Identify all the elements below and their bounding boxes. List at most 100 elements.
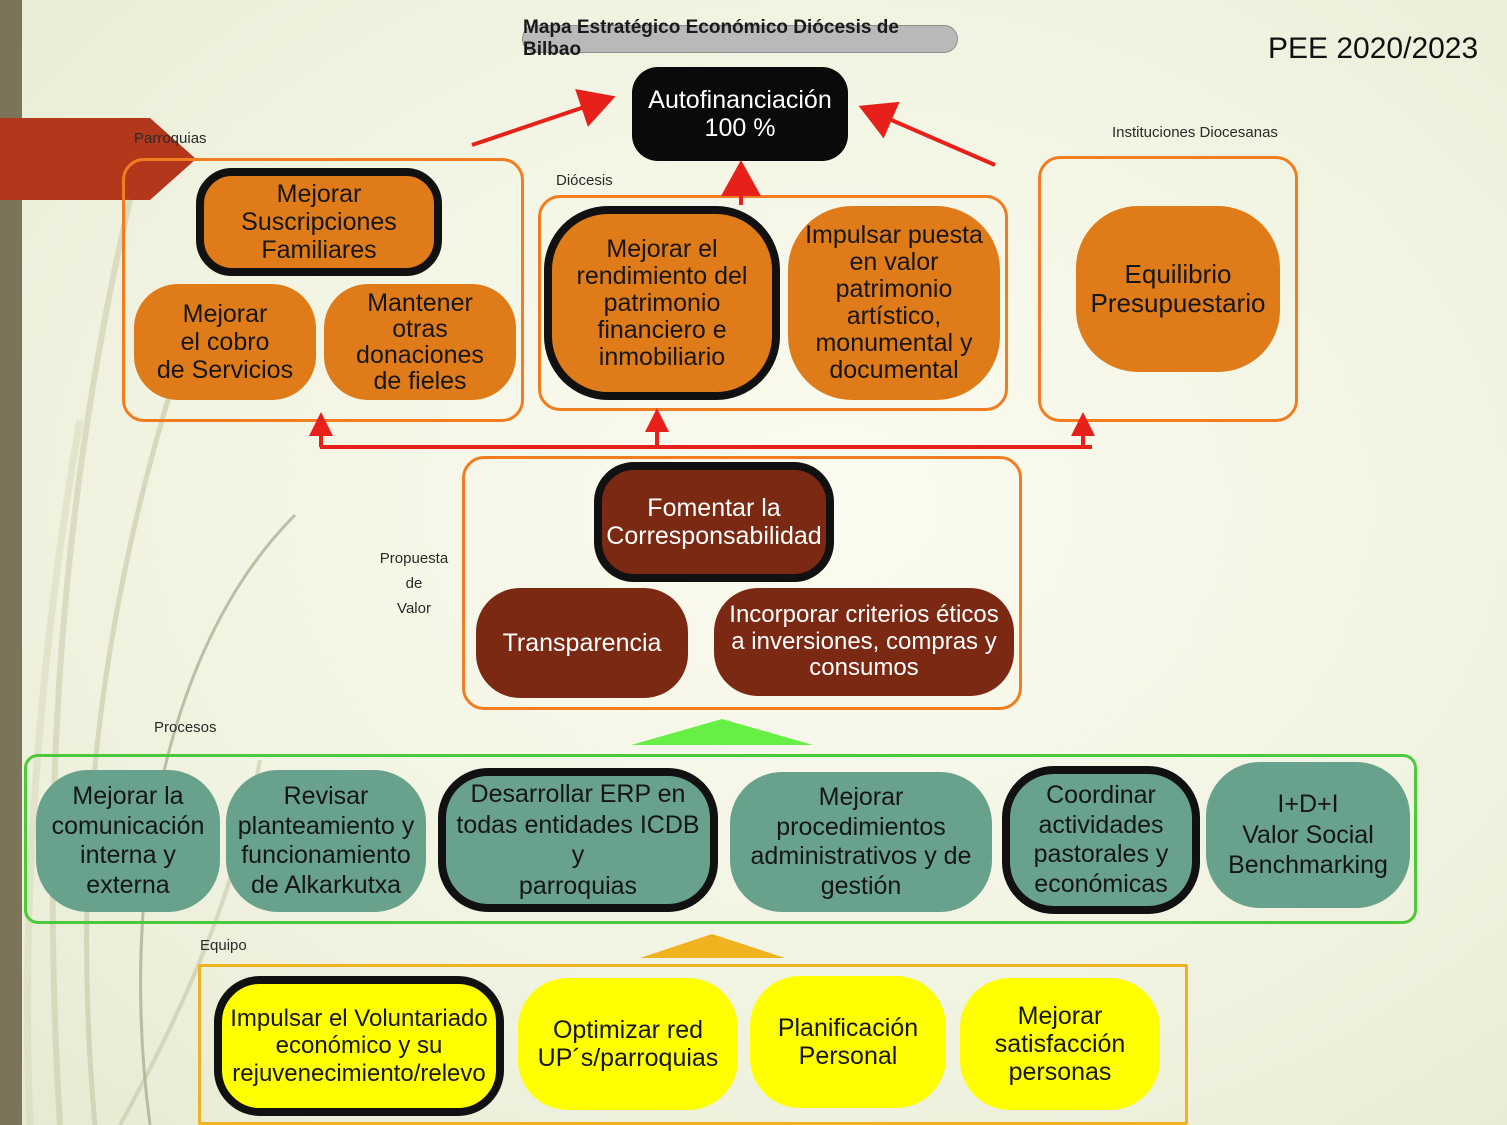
label-procesos: Procesos [154,719,217,736]
frame-propuesta [462,456,1022,710]
node-voluntariado: Impulsar el Voluntariado económico y su … [214,976,504,1116]
node-text: Mejorar [276,180,362,208]
label-instituciones: Instituciones Diocesanas [1112,124,1278,141]
node-alkarkutxa: Revisar planteamiento y funcionamiento d… [226,770,426,912]
node-text: artístico, [846,302,942,330]
node-text: económicas [1034,869,1168,898]
node-text: 100 % [704,114,776,142]
node-text: Mejorar el [606,234,718,263]
node-text: patrimonio [835,275,953,303]
frame-procesos [24,754,1417,924]
node-text: personas [1008,1058,1112,1086]
node-coordinar: Coordinar actividades pastorales y econó… [1002,766,1200,914]
arrow-equipo-up [640,934,785,958]
plan-period: PEE 2020/2023 [1268,32,1479,65]
node-text: Familiares [261,236,377,264]
node-satisfaccion: Mejorar satisfacción personas [960,978,1160,1110]
node-text: otras [392,314,448,343]
node-text: Impulsar puesta [805,221,983,249]
node-text: rejuvenecimiento/relevo [232,1059,486,1087]
node-text: Suscripciones [241,208,397,236]
frame-equipo [198,964,1188,1125]
node-text: Impulsar el Voluntariado [230,1004,488,1032]
node-text: Autofinanciación [648,86,832,114]
node-text: Mantener [367,288,473,317]
node-text: interna y [80,841,176,869]
node-planificacion: Planificación Personal [750,976,946,1108]
frame-diocesis [538,195,1008,411]
node-text: donaciones [356,341,484,369]
arrow-instituciones-to-top [858,101,996,167]
node-text: patrimonio [603,288,721,317]
map-title: Mapa Estratégico Económico Diócesis de B… [523,17,899,60]
label-propuesta-line: de [405,575,423,592]
node-text: comunicación [51,811,205,840]
label-parroquias: Parroquias [134,130,207,147]
node-text: de Servicios [156,356,294,384]
node-erp: Desarrollar ERP en todas entidades ICDB … [438,768,718,912]
node-text: gestión [820,871,902,900]
node-autofinanciacion: Autofinanciación 100 % [632,67,848,161]
node-text: todas entidades ICDB y [456,810,700,870]
node-equilibrio-presupuestario: Equilibrio Presupuestario [1076,206,1280,372]
arrow-procesos-up [631,719,813,745]
node-text: Optimizar red [552,1016,704,1044]
map-title-pill: Mapa Estratégico Económico Diócesis de B… [522,17,958,60]
node-idi: I+D+I Valor Social Benchmarking [1206,762,1410,908]
node-comunicacion: Mejorar la comunicación interna y extern… [36,770,220,912]
node-text: Equilibrio [1124,258,1232,289]
node-suscripciones: Mejorar Suscripciones Familiares [196,168,442,276]
label-propuesta-line: Valor [397,600,431,617]
node-text: administrativos y de [750,842,972,870]
node-text: Mejorar [182,300,268,328]
node-text: Mejorar [1017,1002,1103,1030]
node-text: Revisar [283,782,369,810]
node-text: funcionamiento [241,841,411,869]
node-text: consumos [809,654,919,682]
node-text: Fomentar la [647,494,781,522]
node-text: documental [829,356,959,384]
node-text: externa [86,870,170,899]
node-text: planteamiento y [237,811,415,840]
node-text: Coordinar [1046,781,1156,809]
node-text: Corresponsabilidad [606,522,822,550]
node-text: Incorporar criterios éticos [729,601,999,629]
node-red-parroquias: Optimizar red UP´s/parroquias [518,978,738,1110]
node-text: a inversiones, compras y [731,627,997,655]
node-text: procedimientos [776,812,946,841]
node-text: parroquias [518,871,638,900]
frame-instituciones [1038,156,1298,422]
node-text: Mejorar [818,783,904,811]
node-text: de Alkarkutxa [250,870,402,899]
arrow-parroquias-to-top [471,89,616,147]
node-text: Transparencia [502,629,662,657]
node-text: económico y su [275,1032,443,1060]
node-text: en valor [849,248,939,276]
node-procedimientos: Mejorar procedimientos administrativos y… [730,772,992,912]
node-patrimonio-artistico: Impulsar puesta en valor patrimonio artí… [788,206,1000,400]
node-text: Planificación [777,1014,919,1042]
node-text: Benchmarking [1228,851,1388,880]
node-text: Presupuestario [1090,288,1266,318]
node-text: I+D+I [1277,790,1339,819]
node-text: Mejorar la [72,782,184,810]
node-text: satisfacción [994,1030,1126,1058]
label-diocesis: Diócesis [556,172,613,189]
node-criterios-eticos: Incorporar criterios éticos a inversione… [714,588,1014,696]
node-rendimiento-patrimonio: Mejorar el rendimiento del patrimonio fi… [544,206,780,400]
node-text: inmobiliario [598,342,726,371]
node-text: pastorales y [1033,840,1169,868]
node-corresponsabilidad: Fomentar la Corresponsabilidad [594,462,834,582]
node-transparencia: Transparencia [476,588,688,698]
node-text: UP´s/parroquias [537,1044,719,1072]
node-text: actividades [1038,810,1164,839]
node-text: Personal [798,1042,898,1070]
label-propuesta: Propuesta de Valor [378,546,450,621]
node-text: rendimiento del [576,261,748,290]
node-text: financiero e [597,315,727,344]
left-decorative-bar [0,0,22,1125]
node-donaciones: Mantener otras donaciones de fieles [324,284,516,400]
label-propuesta-line: Propuesta [379,550,449,567]
